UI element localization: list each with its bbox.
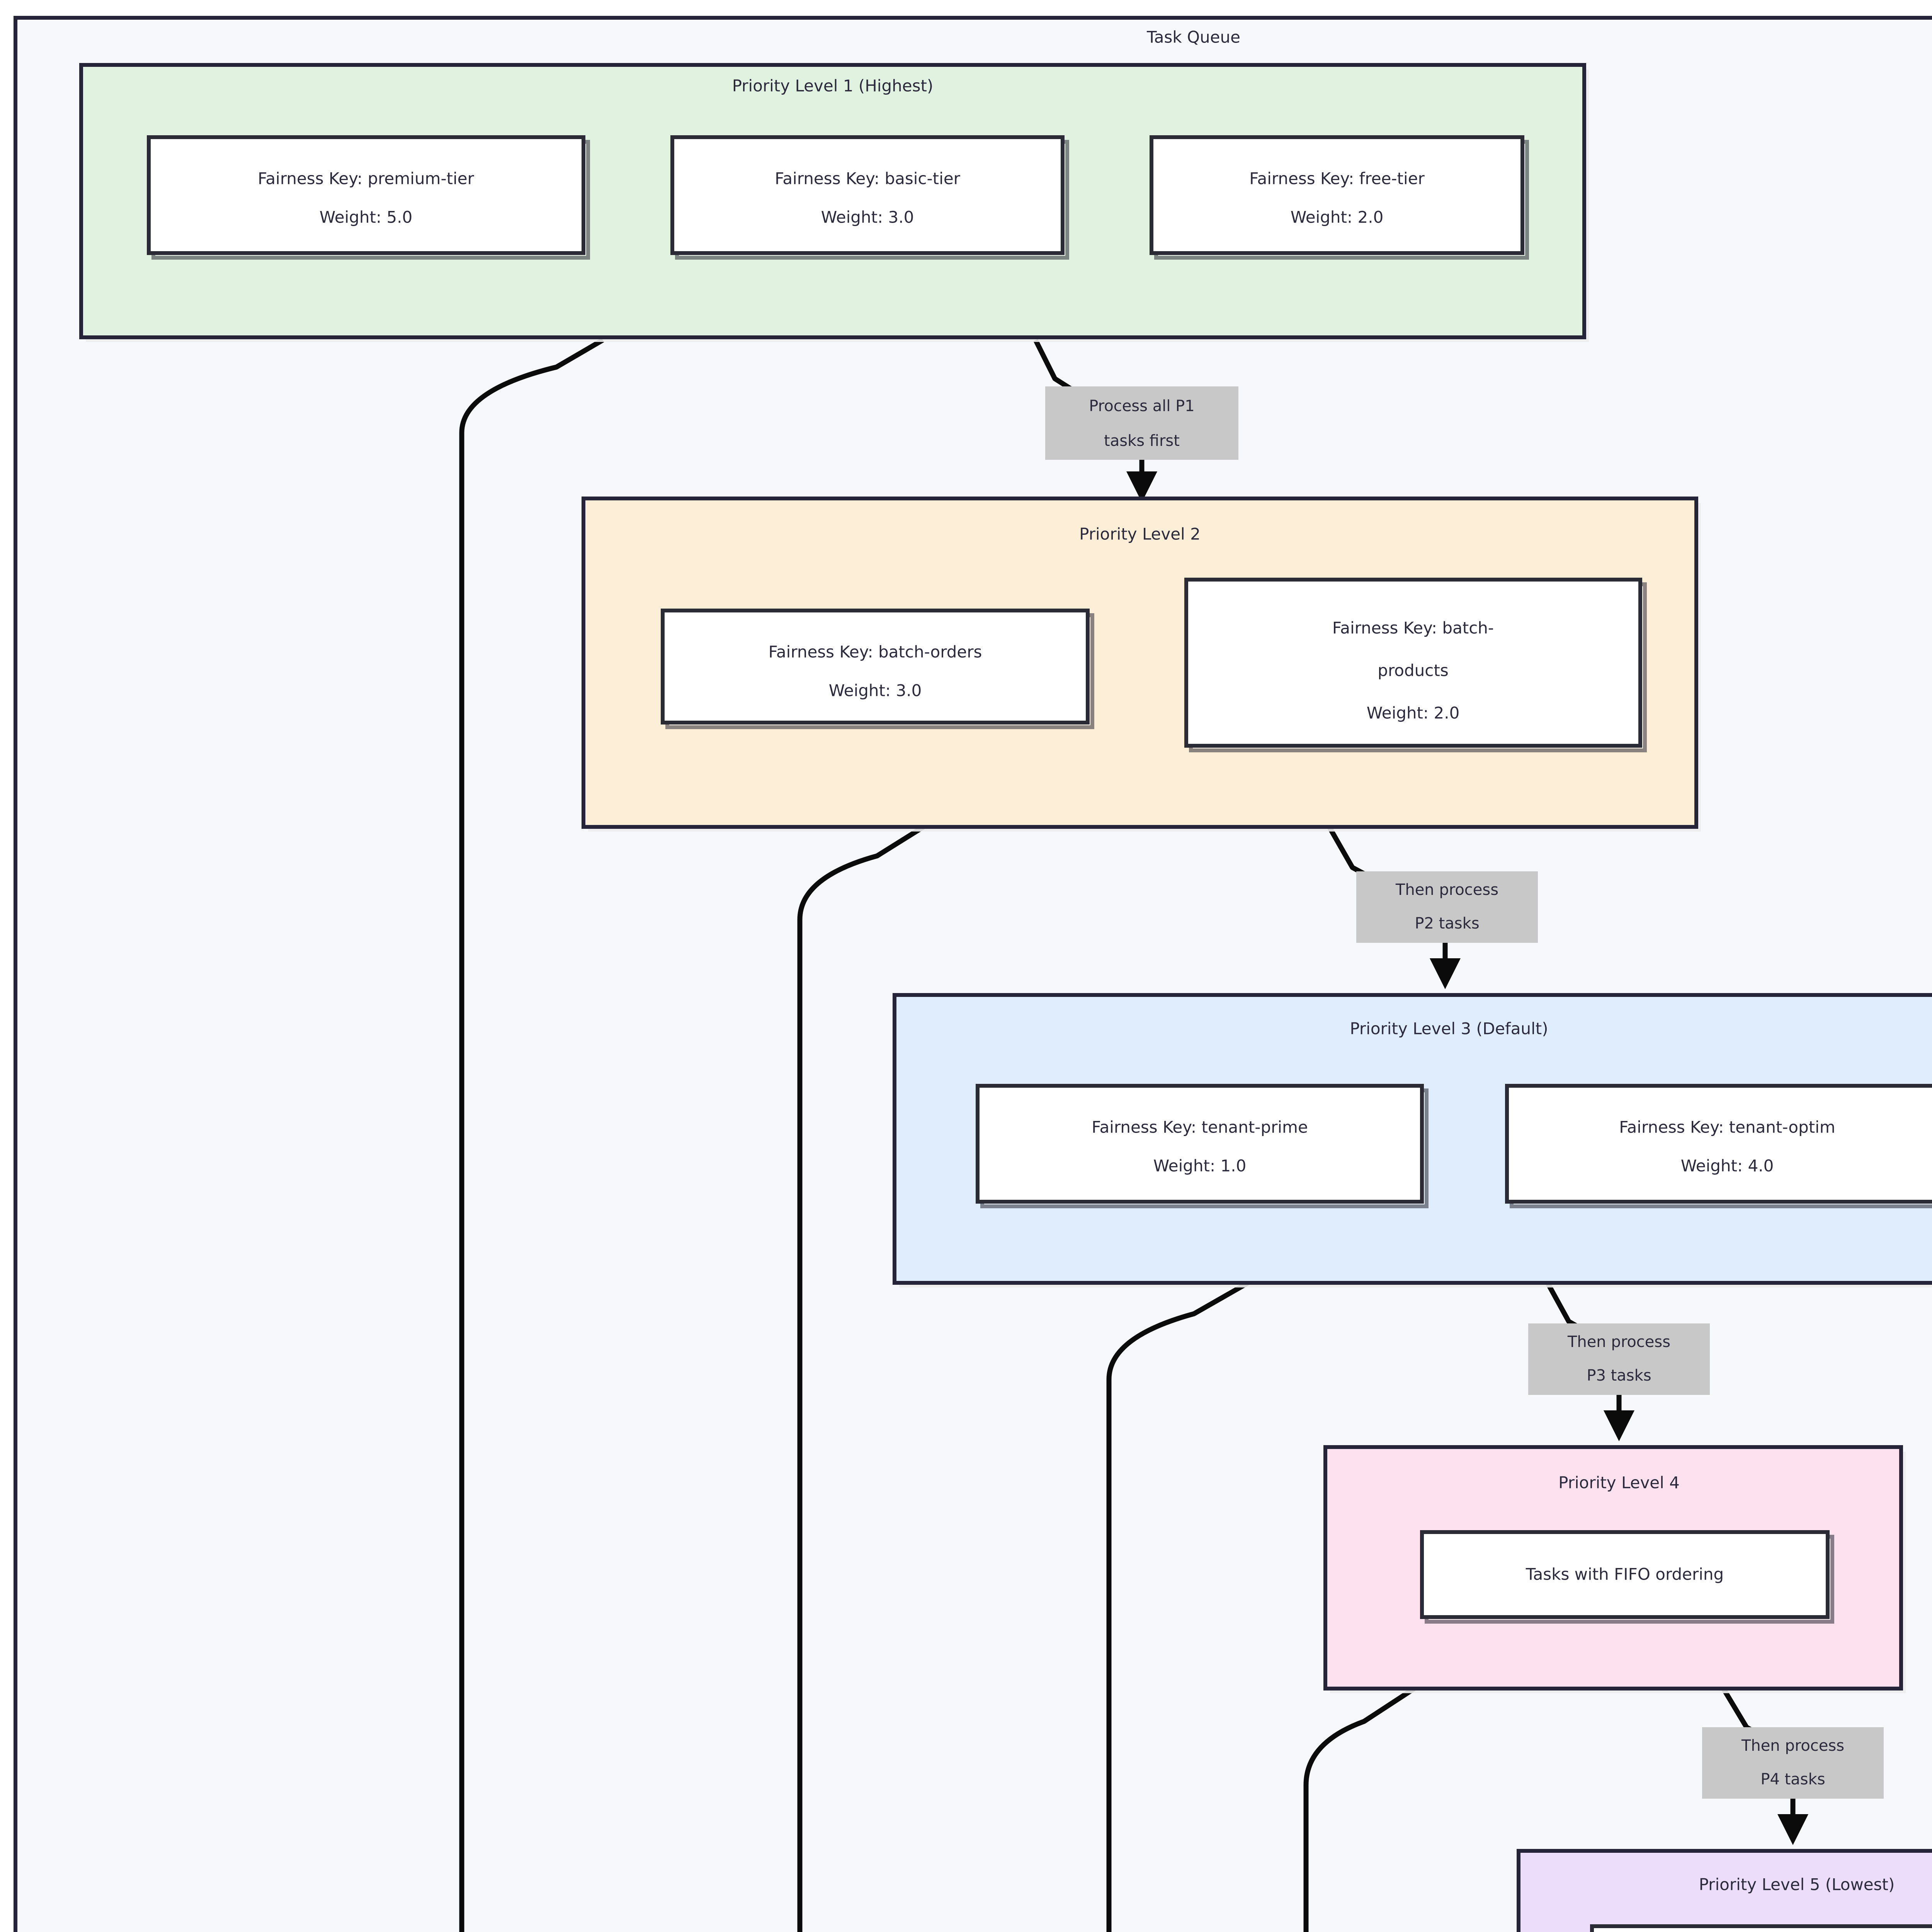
cluster-priority-level-2: Priority Level 2 Fairness Key: batch-ord… xyxy=(582,497,1701,832)
p3a-line2: Weight: 1.0 xyxy=(1153,1156,1247,1175)
p1b-box[interactable] xyxy=(670,135,1065,255)
p2b-box[interactable] xyxy=(1184,578,1642,748)
p2a-box[interactable] xyxy=(661,609,1090,724)
edge-label-3-line1: Then process xyxy=(1567,1333,1670,1351)
node-p4-fifo[interactable]: Tasks with FIFO ordering xyxy=(1420,1530,1834,1624)
edge-label-2-bg xyxy=(1356,871,1538,943)
node-p5-fifo[interactable]: Tasks with FIFO ordering xyxy=(1590,1924,1932,1932)
p1a-line1: Fairness Key: premium-tier xyxy=(258,169,474,188)
arrow-p3-to-p4 xyxy=(1604,1410,1634,1441)
edge-label-3-line2: P3 tasks xyxy=(1587,1367,1651,1384)
arrow-p2-to-p3 xyxy=(1430,958,1461,989)
cluster-priority-level-5: Priority Level 5 (Lowest) Tasks with FIF… xyxy=(1517,1849,1932,1932)
p1a-line2: Weight: 5.0 xyxy=(320,208,413,227)
p2a-line2: Weight: 3.0 xyxy=(829,681,922,700)
p3a-box[interactable] xyxy=(976,1084,1424,1204)
p5a-box[interactable] xyxy=(1590,1924,1932,1932)
p2b-line3: Weight: 2.0 xyxy=(1367,704,1460,723)
node-p1-basic-tier[interactable]: Fairness Key: basic-tier Weight: 3.0 xyxy=(670,135,1069,260)
edge-label-1-line1: Process all P1 xyxy=(1089,397,1194,415)
edge-label-3-bg xyxy=(1528,1323,1710,1395)
p3b-line1: Fairness Key: tenant-optim xyxy=(1619,1118,1835,1137)
node-p1-free-tier[interactable]: Fairness Key: free-tier Weight: 2.0 xyxy=(1150,135,1529,260)
node-p2-batch-orders[interactable]: Fairness Key: batch-orders Weight: 3.0 xyxy=(661,609,1094,729)
edge-label-2-line1: Then process xyxy=(1395,881,1498,899)
p1c-line2: Weight: 2.0 xyxy=(1291,208,1384,227)
p2a-line1: Fairness Key: batch-orders xyxy=(769,643,982,662)
edge-label-then-process-p3: Then process P3 tasks xyxy=(1528,1323,1710,1395)
edge-label-then-process-p2: Then process P2 tasks xyxy=(1356,871,1538,943)
edge-p1-to-workers xyxy=(459,338,604,1932)
edge-label-process-all-p1: Process all P1 tasks first xyxy=(1045,386,1238,460)
p3b-line2: Weight: 4.0 xyxy=(1681,1156,1774,1175)
edge-label-1-bg xyxy=(1045,386,1238,460)
edge-label-4-line2: P4 tasks xyxy=(1760,1770,1825,1788)
edge-label-2-line2: P2 tasks xyxy=(1415,915,1479,932)
node-p2-batch-products[interactable]: Fairness Key: batch- products Weight: 2.… xyxy=(1184,578,1647,752)
p3a-line1: Fairness Key: tenant-prime xyxy=(1092,1118,1308,1137)
cluster-priority-level-1: Priority Level 1 (Highest) Fairness Key:… xyxy=(79,63,1589,342)
edge-p2-to-workers xyxy=(797,825,925,1932)
arrow-p1-to-p2 xyxy=(1126,471,1157,502)
p1c-line1: Fairness Key: free-tier xyxy=(1249,169,1425,188)
p5-box xyxy=(1517,1849,1932,1932)
arrow-p4-to-p5 xyxy=(1777,1814,1808,1845)
cluster-priority-level-4: Priority Level 4 Tasks with FIFO orderin… xyxy=(1323,1445,1906,1693)
p1c-box[interactable] xyxy=(1150,135,1524,255)
node-p1-premium-tier[interactable]: Fairness Key: premium-tier Weight: 5.0 xyxy=(147,135,590,260)
p1-title: Priority Level 1 (Highest) xyxy=(732,77,934,95)
p2b-line1: Fairness Key: batch- xyxy=(1332,619,1494,638)
edge-label-1-line2: tasks first xyxy=(1104,432,1180,450)
p5-title: Priority Level 5 (Lowest) xyxy=(1699,1875,1895,1894)
p3-title: Priority Level 3 (Default) xyxy=(1350,1019,1548,1038)
node-p3-tenant-optim[interactable]: Fairness Key: tenant-optim Weight: 4.0 xyxy=(1505,1084,1932,1208)
edge-label-4-bg xyxy=(1702,1727,1884,1799)
p4a-line1: Tasks with FIFO ordering xyxy=(1526,1565,1724,1584)
p2b-line2: products xyxy=(1378,661,1448,680)
edge-label-then-process-p4: Then process P4 tasks xyxy=(1702,1727,1884,1799)
edge-p3-to-workers xyxy=(1106,1281,1250,1932)
p1a-box[interactable] xyxy=(147,135,585,255)
p2-title: Priority Level 2 xyxy=(1079,525,1201,544)
node-p3-tenant-prime[interactable]: Fairness Key: tenant-prime Weight: 1.0 xyxy=(976,1084,1429,1208)
task-queue-title: Task Queue xyxy=(1146,28,1240,47)
p1b-line1: Fairness Key: basic-tier xyxy=(775,169,961,188)
cluster-priority-level-3: Priority Level 3 (Default) Fairness Key:… xyxy=(893,993,1932,1287)
p4-title: Priority Level 4 xyxy=(1558,1473,1680,1492)
p3b-box[interactable] xyxy=(1505,1084,1932,1204)
edge-p4-to-workers xyxy=(1303,1686,1416,1932)
p1b-line2: Weight: 3.0 xyxy=(821,208,914,227)
p4a-box[interactable] xyxy=(1420,1530,1830,1619)
edge-label-4-line1: Then process xyxy=(1741,1737,1844,1755)
